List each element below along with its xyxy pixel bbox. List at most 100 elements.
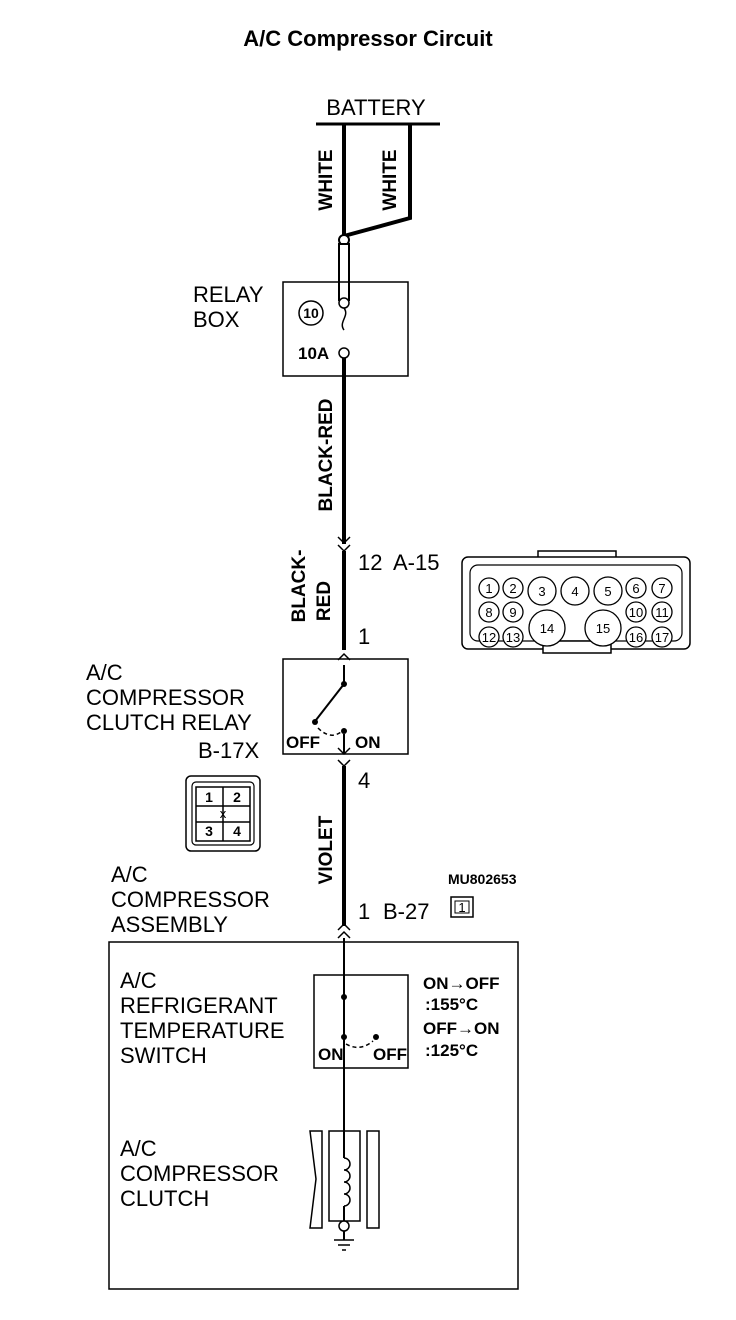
assembly-label-2: COMPRESSOR: [111, 887, 270, 912]
relay-input-mark: [337, 652, 351, 661]
a15-pin-6: [625, 577, 647, 599]
fuse-terminal-top: [338, 297, 350, 309]
wire-label-white-right: WHITE: [380, 149, 401, 210]
ground-icon: [334, 1239, 354, 1251]
a15-pin-label-15: 15: [596, 621, 610, 636]
relay-box-label-1: RELAY: [193, 282, 264, 307]
wire-label-violet: VIOLET: [316, 815, 337, 884]
pin-1-label: 1: [358, 624, 370, 649]
a15-pin-16: [625, 626, 647, 648]
battery-label: BATTERY: [326, 95, 426, 120]
fuse-terminal-bottom: [338, 347, 350, 359]
relay-connector-pin-3: 3: [205, 823, 213, 839]
wire-label-black-red-2a: BLACK-: [289, 550, 310, 623]
a15-pin-label-4: 4: [571, 584, 578, 599]
relay-off-contact: [312, 719, 318, 725]
white-wire-right: [343, 124, 412, 238]
wire-label-black-red-2b: RED: [314, 581, 335, 621]
relay-on-label: ON: [355, 733, 381, 752]
fuse-element: [341, 307, 347, 331]
relay-switch-arm: [315, 683, 345, 721]
connector-a15-id: A-15: [393, 550, 439, 575]
condition-line-3: OFF→ON: [423, 1019, 500, 1038]
a15-pin-label-12: 12: [482, 630, 496, 645]
fuse-number: 10: [303, 305, 319, 321]
relay-connector-face: 1 2 x 3 4: [185, 775, 261, 852]
connector-a15-pin: 12: [358, 550, 382, 575]
clutch-relay-box: [282, 658, 409, 755]
a15-pin-10: [625, 601, 647, 623]
condition-line-2: :155°C: [425, 995, 478, 1014]
a15-pin-3: [527, 576, 557, 606]
a15-pin-label-3: 3: [538, 584, 545, 599]
temp-switch-off-contact: [373, 1034, 379, 1040]
clutch-relay-id: B-17X: [198, 738, 259, 763]
part-connector-pin: 1: [458, 900, 465, 915]
part-connector-inner: [454, 900, 470, 914]
a15-pin-label-10: 10: [629, 605, 643, 620]
a15-pin-9: [502, 601, 524, 623]
wire-label-black-red-1: BLACK-RED: [316, 399, 337, 512]
fuse-feed-tube: [338, 243, 350, 301]
a15-pin-label-13: 13: [506, 630, 520, 645]
temp-switch-box: [313, 974, 409, 1069]
pin-4-label: 4: [358, 768, 370, 793]
part-number: MU802653: [448, 871, 517, 887]
a15-pin-8: [478, 601, 500, 623]
clutch-label-1: A/C: [120, 1136, 157, 1161]
relay-on-contact: [341, 728, 347, 734]
a15-pin-label-17: 17: [655, 630, 669, 645]
a15-pin-17: [651, 626, 673, 648]
a15-pin-14: [528, 609, 566, 647]
fuse-rating: 10A: [298, 344, 329, 363]
a15-pin-5: [593, 576, 623, 606]
a15-pin-label-6: 6: [632, 581, 639, 596]
temp-switch-label-4: SWITCH: [120, 1043, 207, 1068]
clutch-relay-label-1: A/C: [86, 660, 123, 685]
relay-connector-x: x: [220, 806, 227, 821]
wire-label-white-left: WHITE: [316, 149, 337, 210]
a15-pin-label-2: 2: [509, 581, 516, 596]
clutch-coil-symbol: [309, 1130, 380, 1229]
a15-pin-label-11: 11: [655, 605, 669, 620]
temp-switch-on-contact: [341, 1034, 347, 1040]
connector-b27-id: B-27: [383, 899, 429, 924]
relay-connector-pin-1: 1: [205, 789, 213, 805]
a15-pin-label-9: 9: [509, 605, 516, 620]
clutch-relay-label-2: COMPRESSOR: [86, 685, 245, 710]
connector-b27-pin: 1: [358, 899, 370, 924]
clutch-label-3: CLUTCH: [120, 1186, 209, 1211]
clutch-ground-terminal: [338, 1220, 350, 1232]
a15-pin-label-5: 5: [604, 584, 611, 599]
temp-switch-off-label: OFF: [373, 1045, 407, 1064]
diagram-title: A/C Compressor Circuit: [243, 26, 493, 51]
relay-box-label-2: BOX: [193, 307, 240, 332]
assembly-label-1: A/C: [111, 862, 148, 887]
temp-switch-label-3: TEMPERATURE: [120, 1018, 285, 1043]
a15-pin-2: [502, 577, 524, 599]
relay-off-label: OFF: [286, 733, 320, 752]
relay-actuation-line: [317, 727, 342, 736]
a15-pin-12: [478, 626, 500, 648]
part-connector-icon: [450, 896, 474, 918]
a15-pin-4: [560, 576, 590, 606]
temp-switch-label-1: A/C: [120, 968, 157, 993]
connector-b27-mark: [337, 922, 351, 939]
assembly-label-3: ASSEMBLY: [111, 912, 228, 937]
temp-switch-on-label: ON: [318, 1045, 344, 1064]
a15-pin-7: [651, 577, 673, 599]
relay-connector-pin-4: 4: [233, 823, 241, 839]
a15-pin-1: [478, 577, 500, 599]
compressor-assembly-box: [108, 941, 519, 1290]
a15-pin-label-16: 16: [629, 630, 643, 645]
a15-pin-label-7: 7: [658, 581, 665, 596]
a15-pin-label-1: 1: [485, 581, 492, 596]
condition-line-1: ON→OFF: [423, 974, 500, 993]
relay-connector-pin-2: 2: [233, 789, 241, 805]
temp-switch-actuation-line: [345, 1040, 374, 1049]
clutch-relay-label-3: CLUTCH RELAY: [86, 710, 252, 735]
a15-pin-label-8: 8: [485, 605, 492, 620]
fuse-number-badge: [298, 300, 324, 326]
